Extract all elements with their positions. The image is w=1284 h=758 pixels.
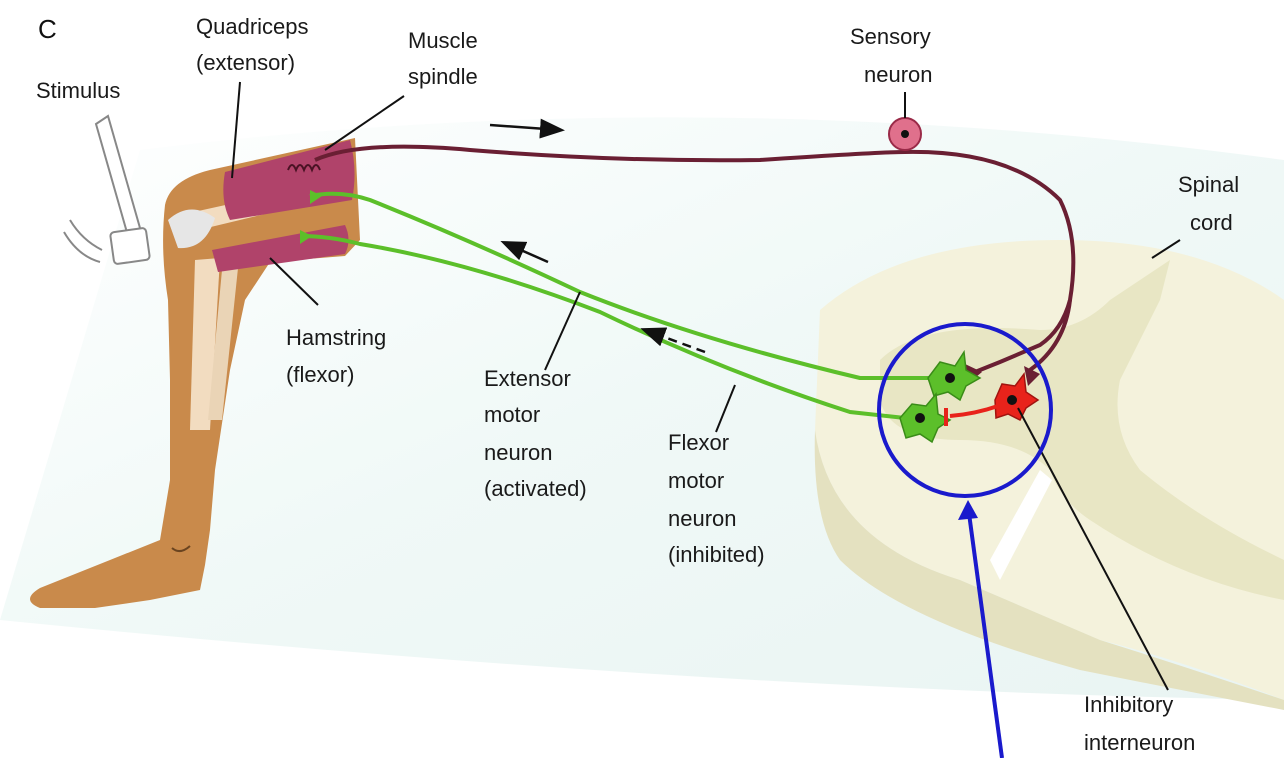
sensory-neuron-cell-body [889, 92, 921, 150]
inhibitory-interneuron-label: Inhibitory interneuron [1084, 692, 1195, 755]
quadriceps-label: Quadriceps (extensor) [196, 14, 315, 75]
muscle-spindle-label: Muscle spindle [408, 28, 484, 89]
sensory-neuron-label: Sensory neuron [850, 24, 937, 87]
stimulus-label: Stimulus [36, 78, 120, 103]
panel-letter: C [38, 14, 57, 44]
